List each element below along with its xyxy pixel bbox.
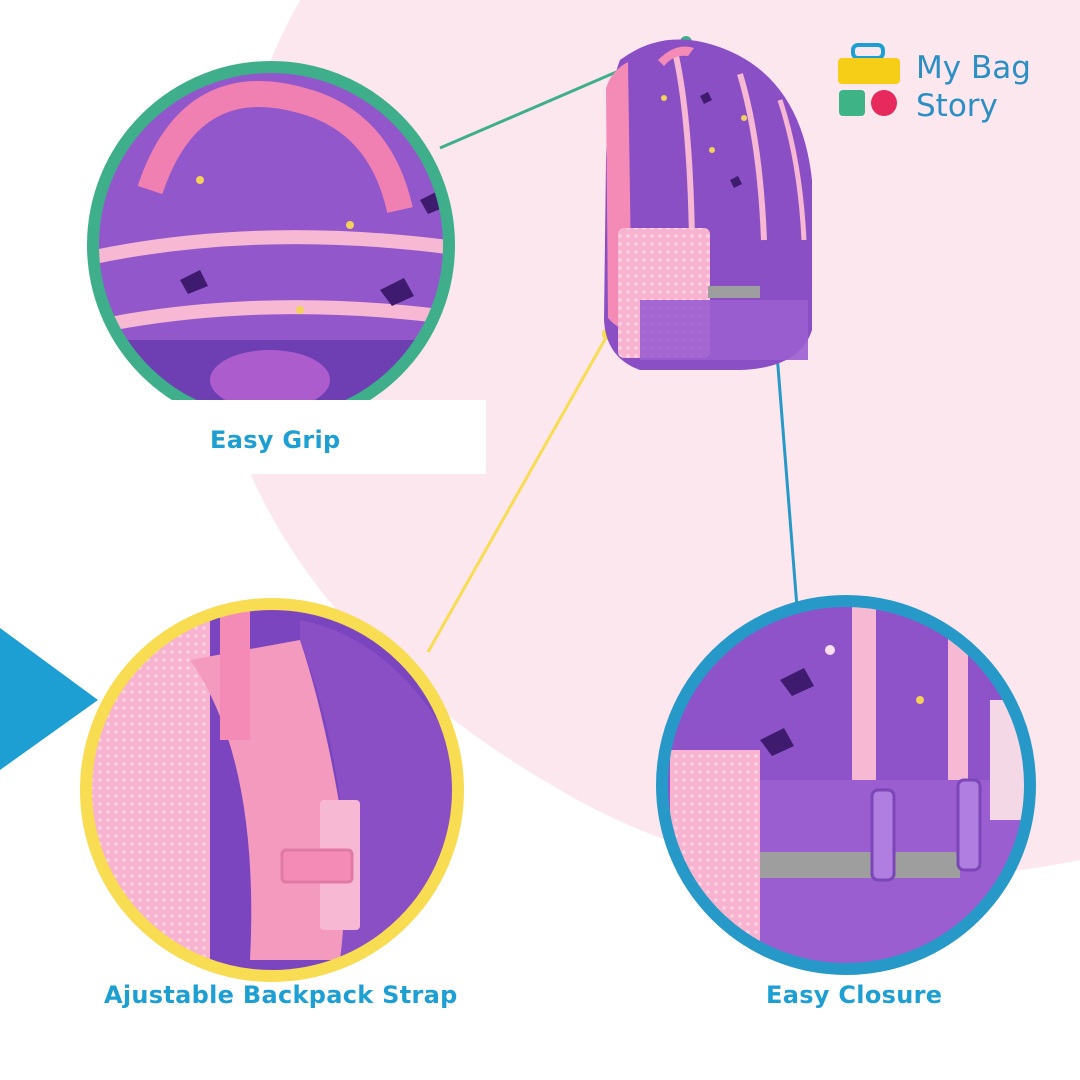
adjustable-strap-ring [80,598,464,982]
bag-logo-icon [838,43,900,116]
brand-name-line2: Story [916,88,998,124]
easy-closure-label: Easy Closure [766,981,943,1009]
easy-grip-label: Easy Grip [210,426,341,454]
connector-line-strap [426,333,610,653]
blue-corner-shape [0,628,98,770]
adjustable-strap-photo [80,598,464,982]
brand-name-line1: My Bag [916,50,1031,86]
adjustable-strap-label: Ajustable Backpack Strap [104,981,458,1009]
easy-grip-label-box [0,400,486,474]
easy-grip-photo [87,61,455,429]
easy-closure-ring [656,595,1036,975]
backpack-image [604,39,812,370]
